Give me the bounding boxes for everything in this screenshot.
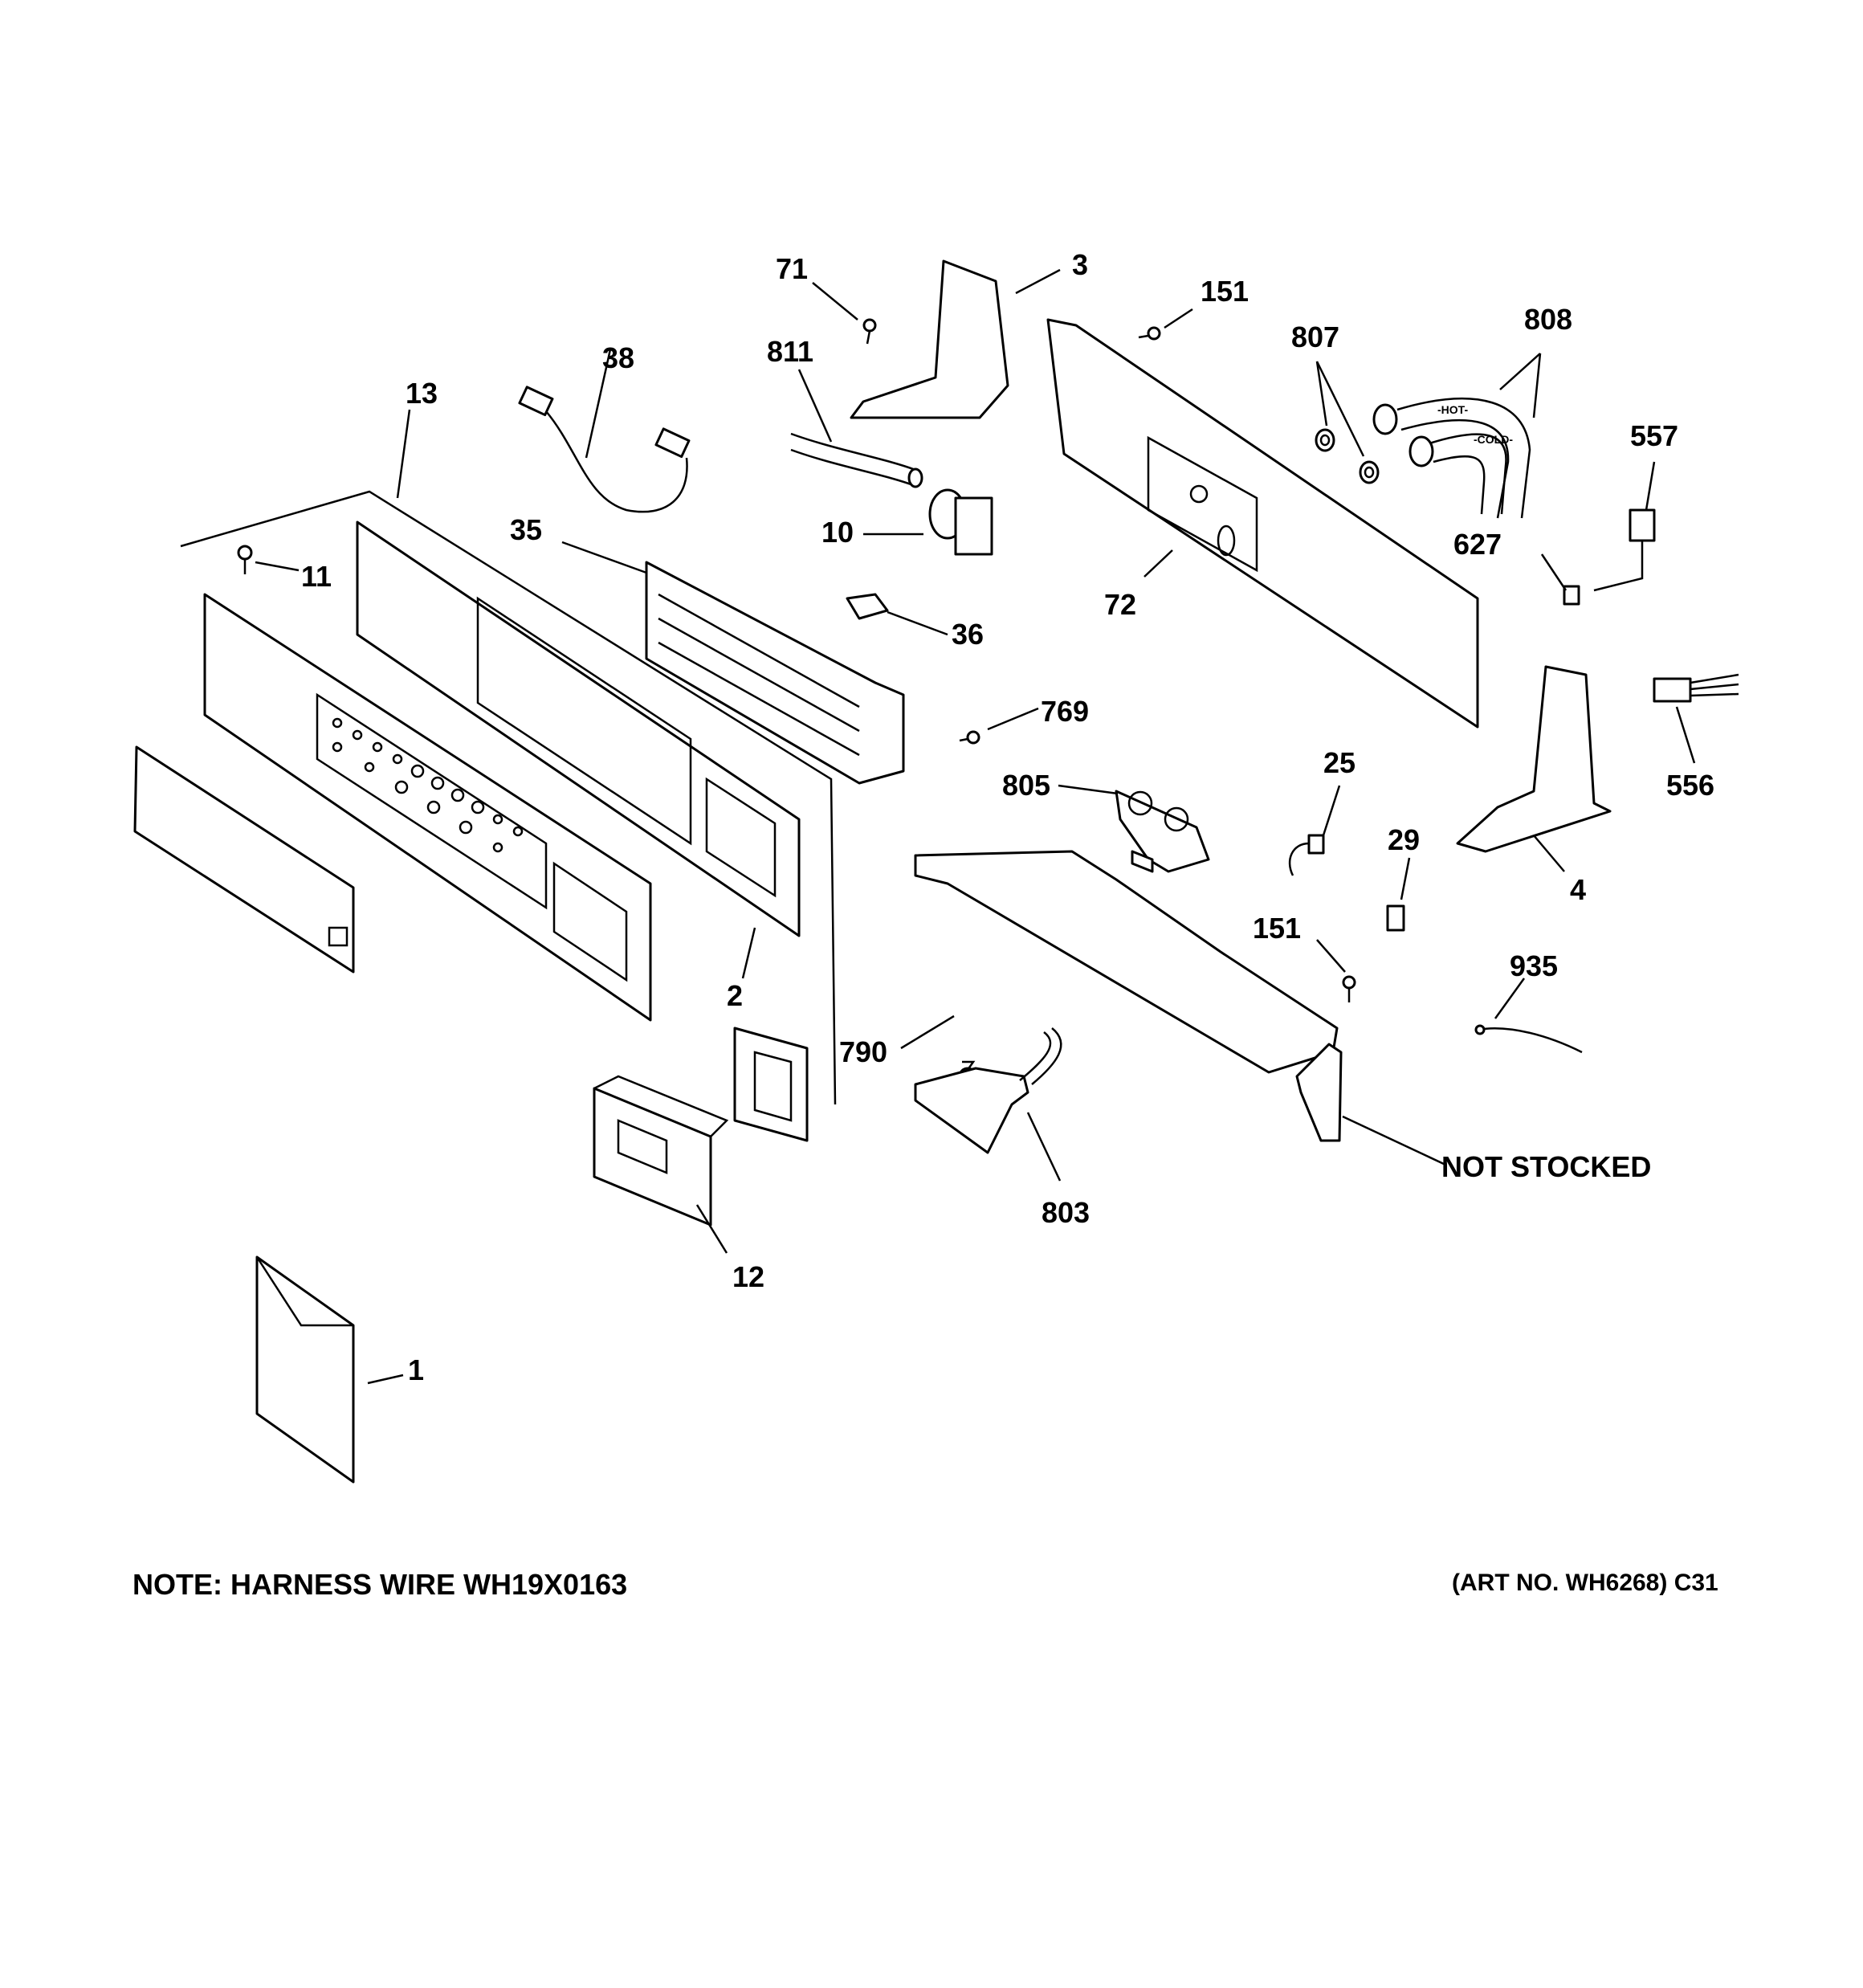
label-29: 29 [1388,823,1420,856]
part-callouts: 71 3 151 807 808 811 38 13 557 35 10 627… [301,248,1714,1386]
label-807: 807 [1291,320,1339,353]
label-811: 811 [767,335,813,368]
part-935-wire [1474,1024,1583,1054]
label-13: 13 [406,377,438,410]
part-13-panel-outline [180,490,837,1105]
part-627-plug [1563,585,1580,606]
part-808-inlet-hoses: -HOT- -COLD- [1372,397,1531,519]
label-4: 4 [1570,873,1586,906]
label-25: 25 [1323,746,1355,779]
hose-hot-text: -HOT- [1437,403,1468,416]
label-151-lower: 151 [1253,912,1301,945]
part-36-clip [846,593,889,620]
label-10: 10 [821,516,854,549]
part-38-harness [518,386,691,513]
part-12-control-module [593,1075,729,1227]
part-25-thermistor [1288,834,1325,876]
part-base-shelf-not-stocked [914,850,1343,1142]
hose-cold-text: -COLD- [1474,433,1513,446]
control-buttons [332,717,524,853]
part-151-screw-upper [1138,326,1161,341]
label-12: 12 [732,1260,764,1293]
part-803-dispenser-bracket [914,1027,1062,1154]
part-557-connector [1593,508,1656,592]
label-557: 557 [1630,419,1678,452]
label-790: 790 [839,1035,887,1068]
leader-lines [255,268,1696,1385]
part-11-screw [237,545,253,574]
label-71: 71 [776,252,808,285]
part-front-control-panel [203,593,652,1022]
label-803: 803 [1042,1196,1090,1229]
label-3: 3 [1072,248,1088,281]
part-72-back-panel [1046,318,1479,729]
part-4-side-bracket [1456,665,1612,853]
label-38: 38 [602,341,634,374]
part-29-clip [1386,904,1405,932]
part-807-washers [1315,428,1380,484]
label-36: 36 [952,618,984,651]
label-151-upper: 151 [1201,275,1249,308]
label-769: 769 [1041,695,1089,728]
part-35-switch-bracket [645,561,905,785]
part-1-envelope [255,1255,355,1484]
label-2: 2 [727,979,743,1012]
label-1: 1 [408,1353,424,1386]
harness-note: NOTE: HARNESS WIRE WH19X0163 [132,1568,627,1601]
label-627: 627 [1453,528,1502,561]
part-window-lens [133,745,355,974]
part-805-water-valve [1115,790,1210,873]
art-number: (ART NO. WH6268) C31 [1452,1570,1718,1596]
part-151-screw-lower [1342,975,1356,1002]
label-not-stocked: NOT STOCKED [1441,1150,1651,1183]
part-811-hose [790,432,923,488]
label-11: 11 [301,560,332,593]
label-805: 805 [1002,769,1050,802]
label-808: 808 [1524,303,1572,336]
label-72: 72 [1104,588,1136,621]
label-35: 35 [510,513,542,546]
part-10-pressure-switch [928,488,993,556]
part-769-screw [959,730,980,745]
label-935: 935 [1510,949,1558,982]
part-2-bezel-frame [356,520,801,937]
part-556-connector [1653,673,1739,703]
part-3-bracket [850,259,1009,419]
label-556: 556 [1666,769,1714,802]
part-71-screw [862,318,877,345]
part-gasket-square [733,1027,809,1142]
